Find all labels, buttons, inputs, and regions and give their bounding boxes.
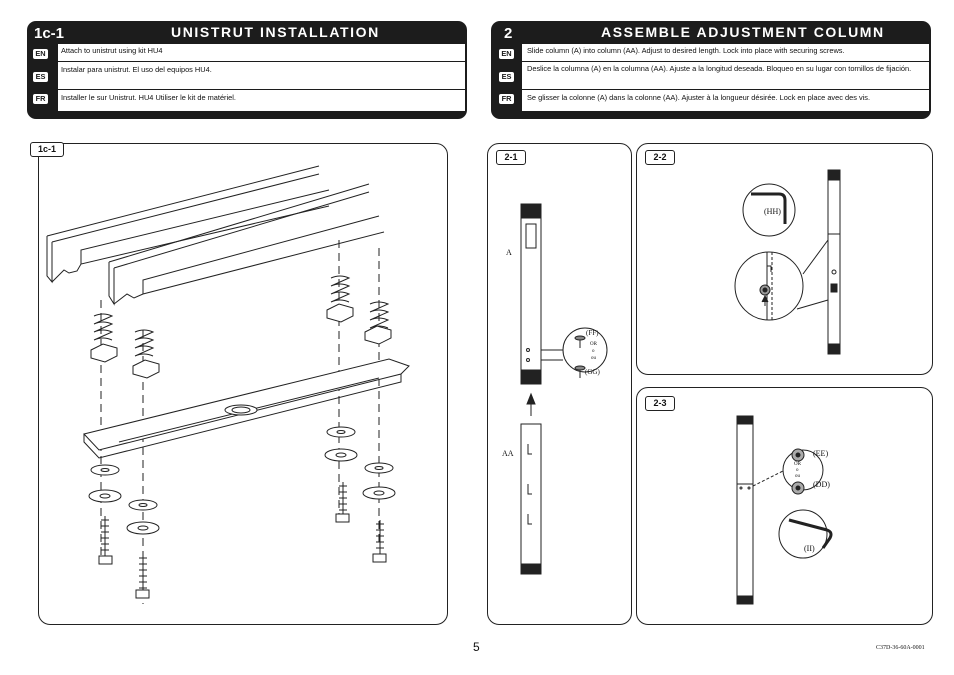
section-1-step: 1c-1 xyxy=(34,25,65,42)
label-hh: (HH) xyxy=(764,207,781,216)
instruction-row-en: Attach to unistrut using kit HU4 xyxy=(58,46,465,58)
instruction-row-fr: Se glisser la colonne (A) dans la colonn… xyxy=(522,93,929,105)
section-2-rows: Slide column (A) into column (AA). Adjus… xyxy=(522,44,929,111)
section-1-header: 1c-1 UNISTRUT INSTALLATION Attach to uni… xyxy=(27,21,467,119)
label-gg: (GG) xyxy=(585,368,600,376)
instruction-text: Se glisser la colonne (A) dans la colonn… xyxy=(527,93,871,102)
panel-2-1: 2-1 A AA (FF) OR o ou (GG) xyxy=(487,143,632,625)
panel-tag: 2-2 xyxy=(645,150,675,165)
panel-2-3: 2-3 (EE) OR o ou (DD) (II) xyxy=(636,387,933,625)
instruction-text: Slide column (A) into column (AA). Adjus… xyxy=(527,46,845,55)
instruction-row-en: Slide column (A) into column (AA). Adjus… xyxy=(522,46,929,58)
lock-screw-illustration xyxy=(734,169,841,355)
section-2-step: 2 xyxy=(504,25,513,42)
label-ou: ou xyxy=(591,356,596,361)
panel-tag: 2-3 xyxy=(645,396,675,411)
instruction-row-fr: Installer le sur Unistrut. HU4 Utiliser … xyxy=(58,93,465,105)
instruction-text: Attach to unistrut using kit HU4 xyxy=(61,46,163,55)
label-or: OR xyxy=(794,462,801,467)
document-code: C37D-36-60A-0001 xyxy=(876,645,925,651)
panel-1c-1: 1c-1 xyxy=(30,142,448,625)
instruction-text: Instalar para unistrut. El uso del equip… xyxy=(61,65,212,74)
row-divider xyxy=(58,89,465,90)
label-column-a: A xyxy=(506,248,512,257)
section-1-rows: Attach to unistrut using kit HU4 Instala… xyxy=(58,44,465,111)
label-ou: ou xyxy=(795,474,800,479)
label-column-aa: AA xyxy=(502,449,514,458)
instruction-text: Installer le sur Unistrut. HU4 Utiliser … xyxy=(61,93,236,102)
panel-2-2: 2-2 (HH) xyxy=(636,143,933,375)
row-divider xyxy=(522,61,929,62)
panel-tag: 1c-1 xyxy=(30,142,64,157)
lang-badge-fr: FR xyxy=(33,94,48,104)
row-divider xyxy=(58,61,465,62)
label-dd: (DD) xyxy=(813,480,830,489)
lang-badge-fr: FR xyxy=(499,94,514,104)
label-ee: (EE) xyxy=(813,449,829,458)
lang-badge-en: EN xyxy=(499,49,514,59)
instruction-text: Deslice la columna (A) en la columna (AA… xyxy=(527,64,912,73)
adjusted-column-illustration xyxy=(736,415,833,605)
section-2-title: ASSEMBLE ADJUSTMENT COLUMN xyxy=(601,24,885,40)
label-ii: (II) xyxy=(804,544,815,553)
label-o: o xyxy=(592,349,595,354)
page-number: 5 xyxy=(473,640,480,654)
instruction-row-es: Instalar para unistrut. El uso del equip… xyxy=(58,65,465,77)
instruction-row-es: Deslice la columna (A) en la columna (AA… xyxy=(522,64,929,88)
column-slide-illustration xyxy=(520,203,608,575)
section-2-header: 2 ASSEMBLE ADJUSTMENT COLUMN Slide colum… xyxy=(491,21,931,119)
unistrut-exploded-illustration xyxy=(46,165,410,604)
lang-badge-en: EN xyxy=(33,49,48,59)
label-or: OR xyxy=(590,342,597,347)
row-divider xyxy=(522,89,929,90)
panel-tag: 2-1 xyxy=(496,150,526,165)
lang-badge-es: ES xyxy=(499,72,514,82)
label-o: o xyxy=(796,468,799,473)
lang-badge-es: ES xyxy=(33,72,48,82)
label-ff: (FF) xyxy=(586,329,599,337)
section-1-title: UNISTRUT INSTALLATION xyxy=(171,24,380,40)
